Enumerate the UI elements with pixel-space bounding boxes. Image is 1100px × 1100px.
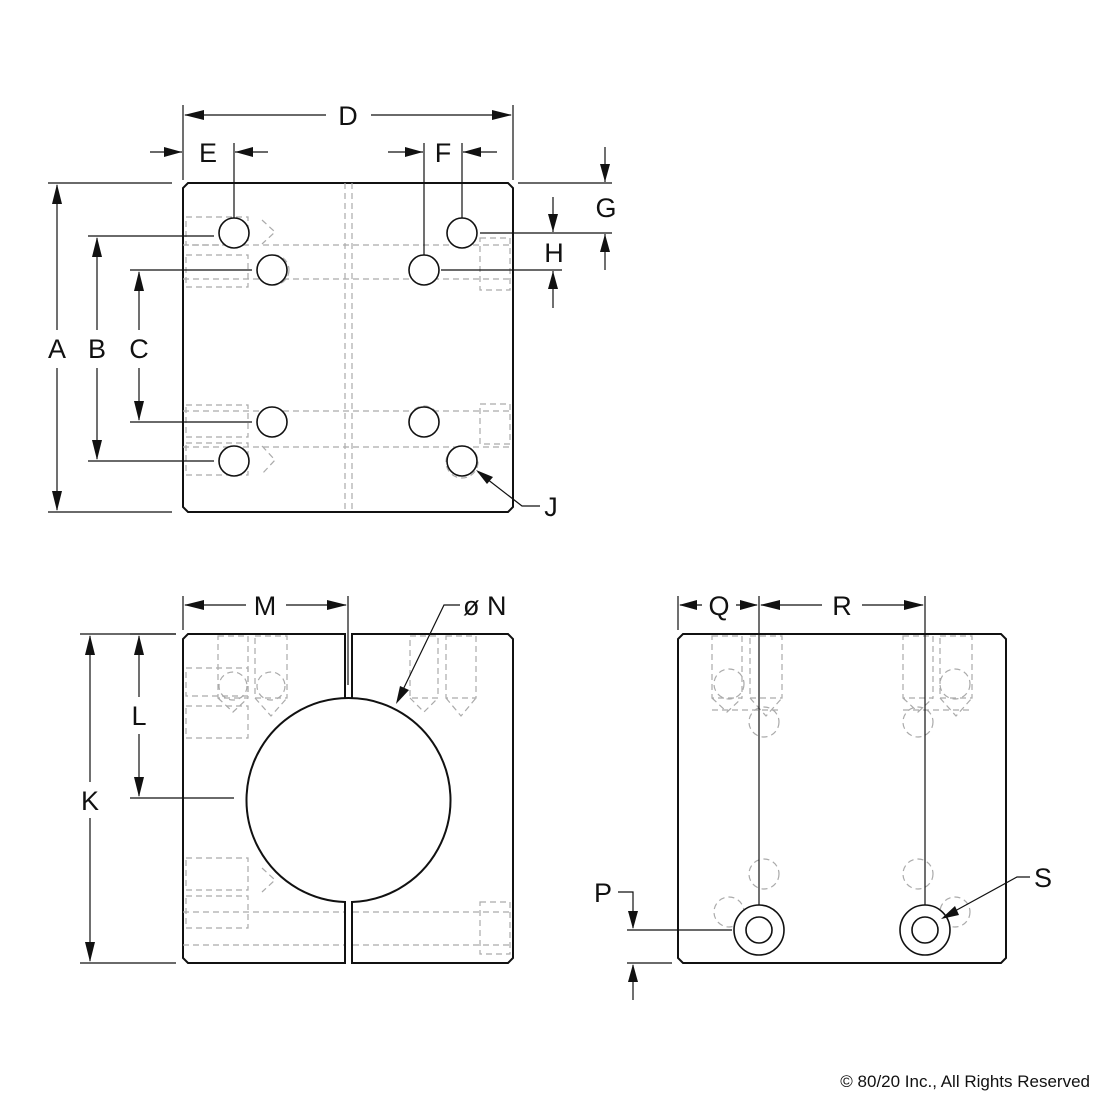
label-c: C [129, 334, 149, 364]
mounting-hole [256, 254, 288, 286]
label-m: M [254, 591, 277, 621]
dimension-q [677, 596, 760, 905]
side-view: Q R P S [594, 591, 1052, 1000]
label-j: J [544, 492, 558, 522]
label-q: Q [708, 591, 729, 621]
dimension-g [480, 147, 612, 270]
dimension-c [130, 269, 252, 423]
dimension-l [130, 633, 234, 799]
label-k: K [81, 786, 99, 816]
label-g: G [595, 193, 616, 223]
mounting-hole [408, 254, 440, 286]
dimension-r [760, 596, 926, 905]
label-s: S [1034, 863, 1052, 893]
dimension-b [88, 235, 214, 462]
counterbore-inner [911, 916, 939, 944]
label-p: P [594, 878, 612, 908]
mounting-hole [408, 406, 440, 438]
copyright-notice: © 80/20 Inc., All Rights Reserved [840, 1072, 1090, 1091]
dimension-a [48, 182, 172, 513]
label-e: E [199, 138, 217, 168]
label-d: D [338, 101, 358, 131]
mounting-hole [446, 445, 478, 477]
mounting-hole [218, 217, 250, 249]
mounting-hole [218, 445, 250, 477]
side-view-outline [677, 633, 1007, 964]
label-b: B [88, 334, 106, 364]
dimension-p [618, 891, 732, 1000]
dimension-f [388, 143, 497, 255]
counterbore-inner [745, 916, 773, 944]
mounting-hole [446, 217, 478, 249]
front-view: M ø N K L [80, 591, 514, 964]
leader-s [941, 876, 1030, 919]
dimension-e [150, 143, 268, 218]
dimension-d [182, 105, 514, 180]
leader-j [476, 470, 540, 507]
mounting-hole [256, 406, 288, 438]
label-l: L [131, 701, 146, 731]
leader-n [396, 604, 460, 704]
side-view-hidden-lines [711, 635, 973, 928]
top-view: D E F G H A B C J [48, 101, 617, 522]
dimension-h [441, 197, 562, 308]
label-h: H [544, 238, 564, 268]
shaft-bore [245, 697, 452, 963]
label-n: ø N [463, 591, 507, 621]
label-f: F [435, 138, 452, 168]
label-r: R [832, 591, 852, 621]
dimension-m [182, 596, 349, 685]
label-a: A [48, 334, 66, 364]
